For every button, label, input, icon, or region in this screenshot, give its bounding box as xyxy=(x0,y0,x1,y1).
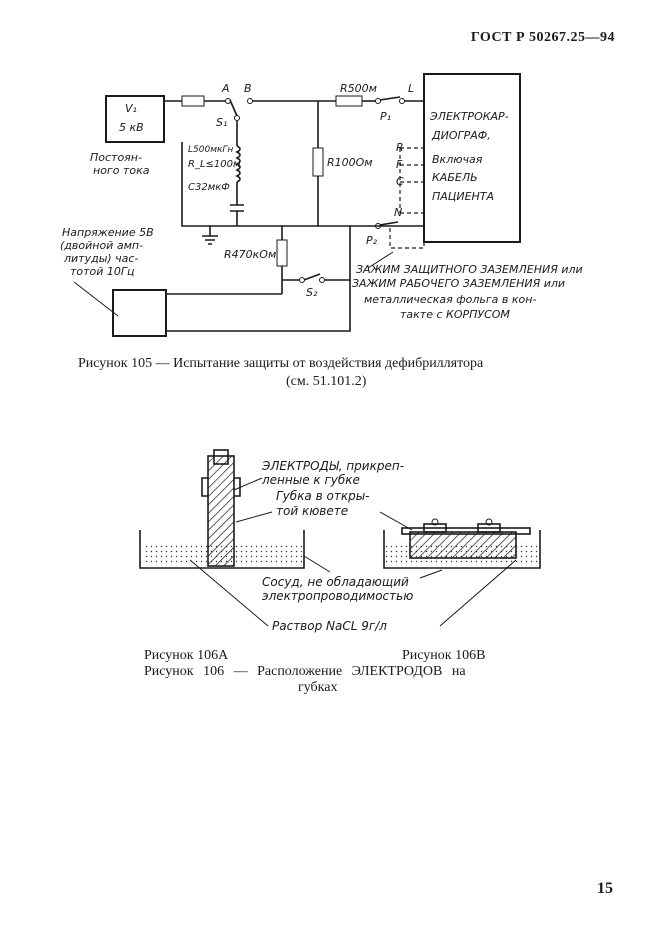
source-value: 5 кВ xyxy=(119,121,144,134)
sponge-a xyxy=(207,455,235,567)
switch-p1-blade xyxy=(379,96,401,101)
ecg-text-5: ПАЦИЕНТА xyxy=(432,190,494,203)
resistor-500-label: R500м xyxy=(340,82,377,95)
solution-note: Раствор NaCL 9г/л xyxy=(272,619,387,633)
vessel-note-1: Сосуд, не обладающий xyxy=(262,575,409,589)
switch-s2-blade xyxy=(303,273,321,281)
inductor-resistance-label: R_L≤100м xyxy=(188,159,241,170)
ecg-text-2: ДИОГРАФ, xyxy=(431,129,491,142)
sponge-b xyxy=(409,531,517,559)
figure-105-caption-ref: (см. 51.101.2) xyxy=(286,374,367,389)
ecg-text-3: Включая xyxy=(432,153,483,166)
figure-106-caption-2: губках xyxy=(298,680,338,695)
electrodes-note-1: ЭЛЕКТРОДЫ, прикреп- xyxy=(261,459,404,473)
generator-note-3: литуды) час- xyxy=(63,252,138,265)
figure-106b-caption: Рисунок 106В xyxy=(402,648,486,663)
source-note-1: Постоян- xyxy=(90,151,142,164)
terminal-f-label: F xyxy=(396,158,403,171)
generator-note-4: тотой 10Гц xyxy=(70,265,135,278)
terminal-r-label: R xyxy=(396,141,404,154)
ground-dashed-link xyxy=(389,228,425,249)
ground-symbol xyxy=(202,226,218,245)
ecg-box xyxy=(423,73,521,243)
switch-s2-label: S₂ xyxy=(306,286,318,299)
node-b-label: B xyxy=(244,82,252,95)
switch-p2-a xyxy=(375,223,381,229)
generator-note-1: Напряжение 5В xyxy=(62,226,154,239)
ground-note-2: ЗАЖИМ РАБОЧЕГО ЗАЗЕМЛЕНИЯ или xyxy=(352,277,565,290)
ground-note-1: ЗАЖИМ ЗАЩИТНОГО ЗАЗЕМЛЕНИЯ или xyxy=(356,263,583,276)
generator-box xyxy=(112,289,167,337)
inductor xyxy=(235,145,241,183)
ground-note-4: такте с КОРПУСОМ xyxy=(400,308,510,321)
standard-number: ГОСТ Р 50267.25—94 xyxy=(470,30,615,45)
electrode-a-top xyxy=(213,449,229,465)
figure-106a-caption: Рисунок 106А xyxy=(144,648,229,663)
source-note-2: ного тока xyxy=(93,164,150,177)
switch-s1-label: S₁ xyxy=(216,116,227,129)
switch-p2-label: P₂ xyxy=(366,234,378,247)
sponge-note-2: той кювете xyxy=(276,504,348,518)
vessel-a xyxy=(139,530,305,569)
ecg-text-1: ЭЛЕКТРОКАР- xyxy=(429,110,509,123)
node-a-label: A xyxy=(221,82,230,95)
inductance-label: L500мкГн xyxy=(188,145,233,155)
switch-p1-a xyxy=(375,98,381,104)
electrodes-leader xyxy=(233,477,263,491)
electrode-b-1 xyxy=(423,523,447,533)
generator-note-2: (двойной амп- xyxy=(60,239,143,252)
generator-note-leader xyxy=(73,281,119,317)
electrode-b-2-knob xyxy=(485,518,493,526)
sponge-note-1: Губка в откры- xyxy=(276,489,370,503)
figure-105-caption: Рисунок 105 — Испытание защиты от воздей… xyxy=(78,356,484,371)
terminal-l-label: L xyxy=(408,82,414,95)
page-number: 15 xyxy=(597,880,613,897)
capacitor-label: C32мкФ xyxy=(188,182,230,193)
vessel-note-2: электропроводимостью xyxy=(262,589,413,603)
ecg-text-4: КАБЕЛЬ xyxy=(432,171,478,184)
electrodes-note-2: ленные к губке xyxy=(261,473,360,487)
switch-p1-label: P₁ xyxy=(380,110,391,123)
figure-106-caption: Рисунок 106 — Расположение ЭЛЕКТРОДОВ на xyxy=(144,664,466,679)
switch-s1-pivot xyxy=(234,115,240,121)
vessel-b xyxy=(383,530,541,569)
solution-leaders xyxy=(189,559,517,627)
resistor-470-label: R470кОм xyxy=(224,248,276,261)
terminal-c-label: C xyxy=(396,175,404,188)
source-label: V₁ xyxy=(125,102,137,115)
terminal-n-label: N xyxy=(394,206,402,219)
dc-source-box xyxy=(105,95,165,143)
resistor-100-label: R100Ом xyxy=(327,156,373,169)
switch-p2-blade xyxy=(379,221,399,226)
electrode-b-2 xyxy=(477,523,501,533)
wire-generator-return xyxy=(166,280,351,332)
vessel-leaders xyxy=(303,555,443,579)
ground-note-leader xyxy=(367,251,394,269)
sponge-leaders xyxy=(235,511,413,531)
wire-common xyxy=(181,142,424,227)
electrode-b-1-knob xyxy=(431,518,439,526)
switch-s1-blade xyxy=(229,99,238,117)
ground-note-3: металлическая фольга в кон- xyxy=(364,293,536,306)
